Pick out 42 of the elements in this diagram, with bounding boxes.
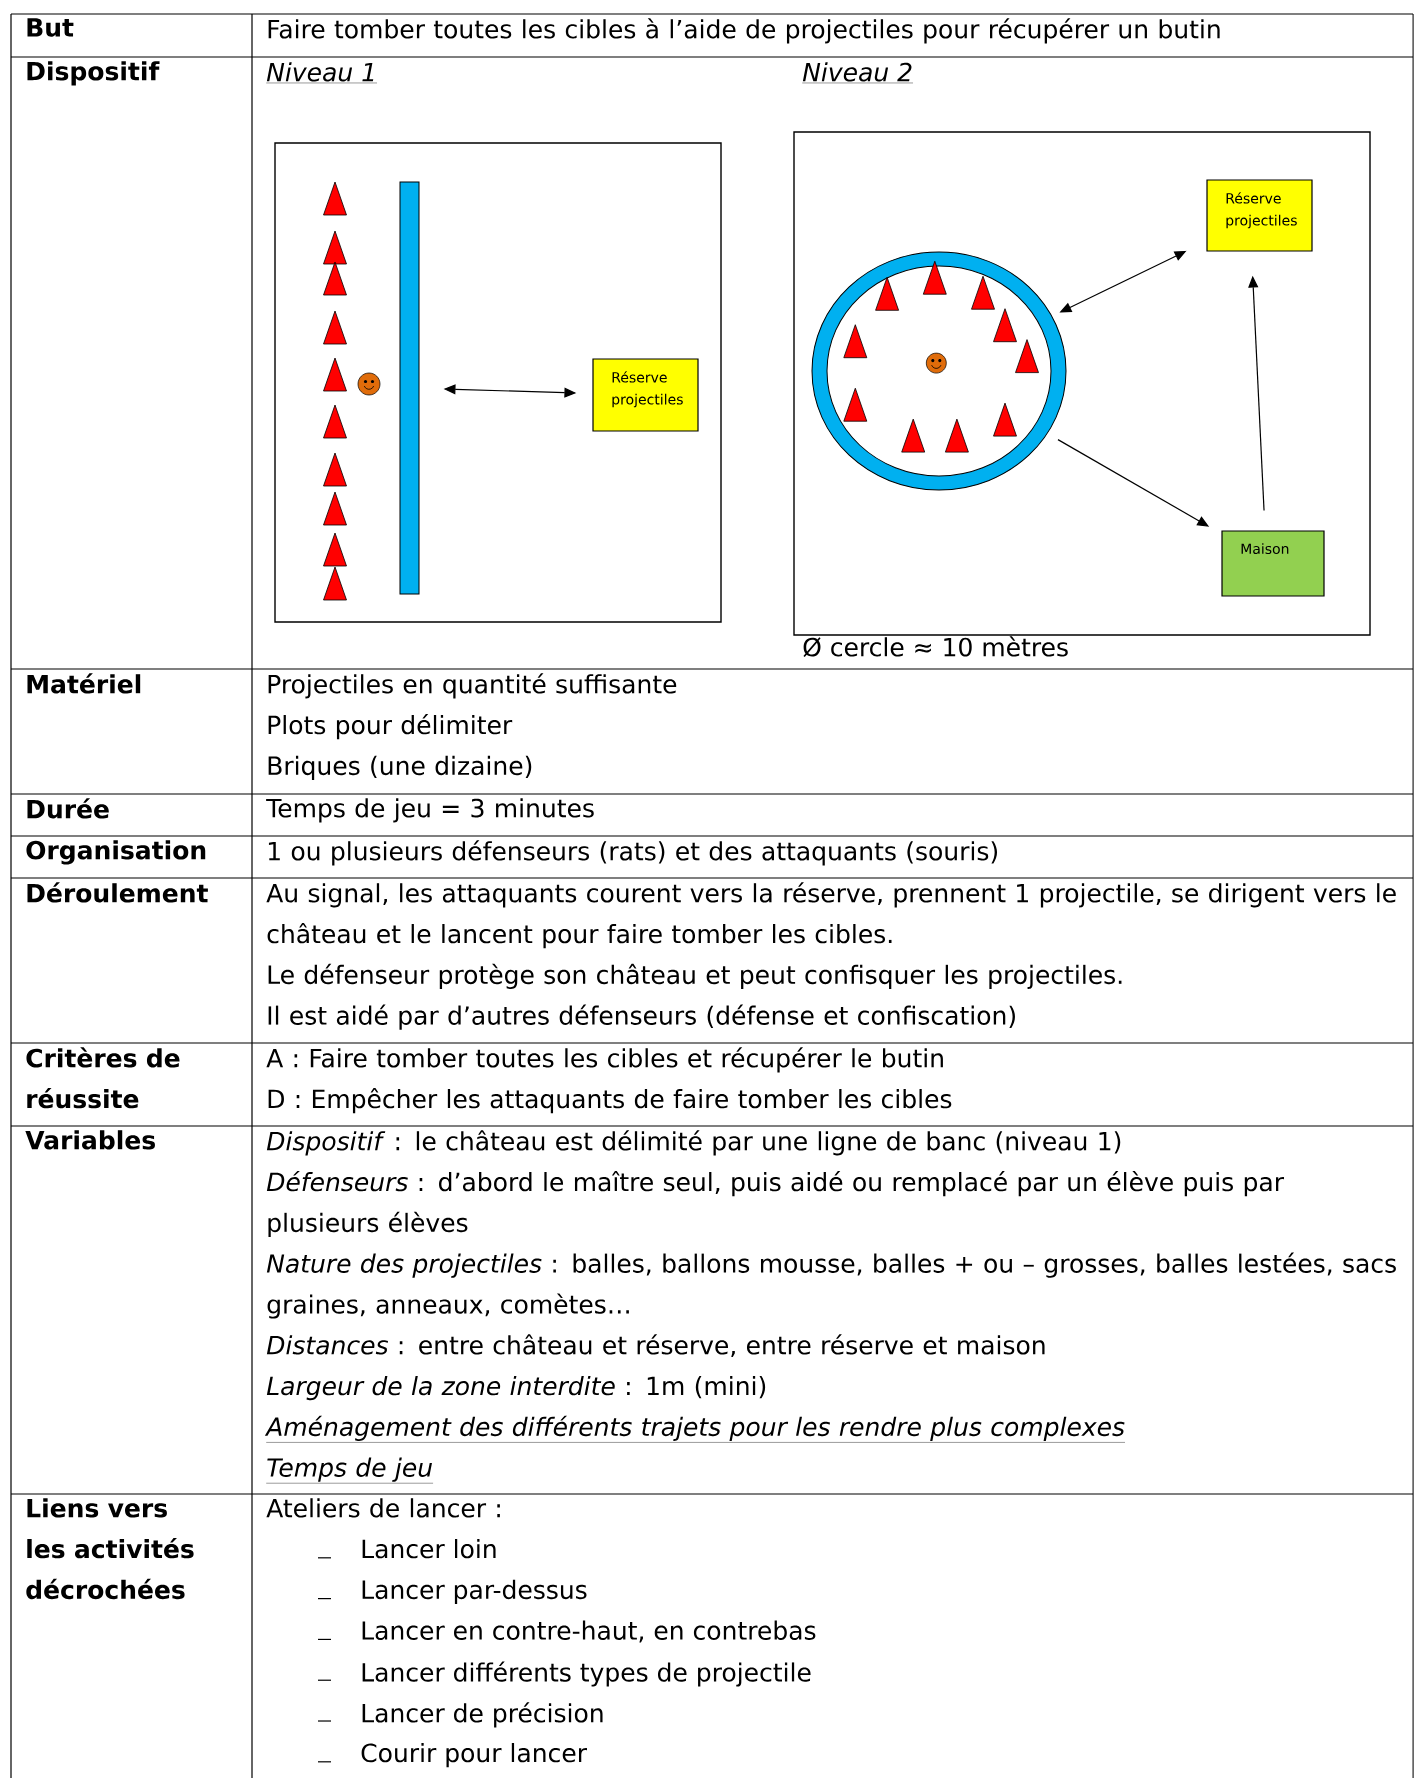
list-item: Lancer en contre-haut, en contrebas [362, 1620, 816, 1643]
cell-text: Plots pour délimiter [268, 714, 513, 740]
row-heading: Matériel [27, 673, 141, 694]
row-heading: Organisation [26, 840, 206, 865]
cell-text: D : Empêcher les attaquants de faire tomber les cibles [268, 1088, 952, 1114]
list-item: Lancer loin [362, 1539, 496, 1559]
cell-text: Défenseurs : d’abord le maître seul, puis aidé ou remplacé par un élève puis par plusieurs élèves [266, 1171, 1284, 1237]
row-heading: Durée [27, 798, 109, 819]
list-item: Courir pour lancer [361, 1743, 587, 1768]
zone-box: Réserve projectiles [1206, 179, 1313, 252]
panel-heading: Niveau 1 [266, 62, 378, 84]
row-heading: Variables [25, 1130, 155, 1150]
zone-box: Réserve projectiles [592, 358, 699, 432]
cell-text: A : Faire tomber toutes les cibles et récupérer le butin [266, 1047, 943, 1073]
cell-text: Nature des projectiles : balles, ballons mousse, balles + ou – grosses, balles lestées, sacs graines, anneaux, comètes… [266, 1252, 1396, 1319]
cell-text: Le défenseur protège son château et peut confisquer les projectiles. [268, 963, 1122, 989]
cell-text: Aménagement des différents trajets pour les rendre plus complexes [264, 1415, 1126, 1443]
cell-text: Temps de jeu = 3 minutes [266, 798, 594, 823]
cell-text: Il est aidé par d’autres défenseurs (défense et confiscation) [268, 1004, 1015, 1030]
list-item: Lancer de précision [362, 1702, 603, 1728]
cell-text: Temps de jeu [266, 1457, 434, 1484]
row-heading: But [27, 18, 74, 37]
cell-text: Faire tomber toutes les cibles à l’aide de projectiles pour récupérer un butin [268, 18, 1220, 44]
cell-text: Projectiles en quantité suffisante [268, 673, 677, 699]
panel-heading: Niveau 2 [802, 62, 914, 84]
row-heading: Déroulement [27, 882, 208, 903]
cell-text: Au signal, les attaquants courent vers la réserve, prennent 1 projectile, se dirigent vers le château et le lancent pour faire tomber les cibles. [266, 882, 1396, 949]
zone-box: Maison [1221, 530, 1325, 597]
row-heading: Critères de réussite [26, 1047, 180, 1109]
cell-text: Largeur de la zone interdite : 1m (mini) [266, 1376, 766, 1401]
bench-bar [399, 181, 420, 595]
cell-text: 1 ou plusieurs défenseurs (rats) et des attaquants (souris) [268, 840, 998, 866]
row-heading: Dispositif [27, 61, 160, 86]
cell-text: Briques (une dizaine) [268, 755, 532, 780]
cell-text: Dispositif : le château est délimité par une ligne de banc (niveau 1) [266, 1130, 1121, 1156]
list-item: Lancer par-dessus [362, 1579, 587, 1604]
list-item: Lancer différents types de projectile [362, 1661, 811, 1687]
node-label: Ø cercle ≈ 10 mètres [803, 636, 1068, 658]
row-heading: Liens vers les activités décrochées [26, 1498, 194, 1600]
castle-ring [811, 251, 1067, 491]
cell-text: Ateliers de lancer : [266, 1498, 500, 1518]
cell-text: Distances : entre château et réserve, entre réserve et maison [266, 1334, 1045, 1358]
